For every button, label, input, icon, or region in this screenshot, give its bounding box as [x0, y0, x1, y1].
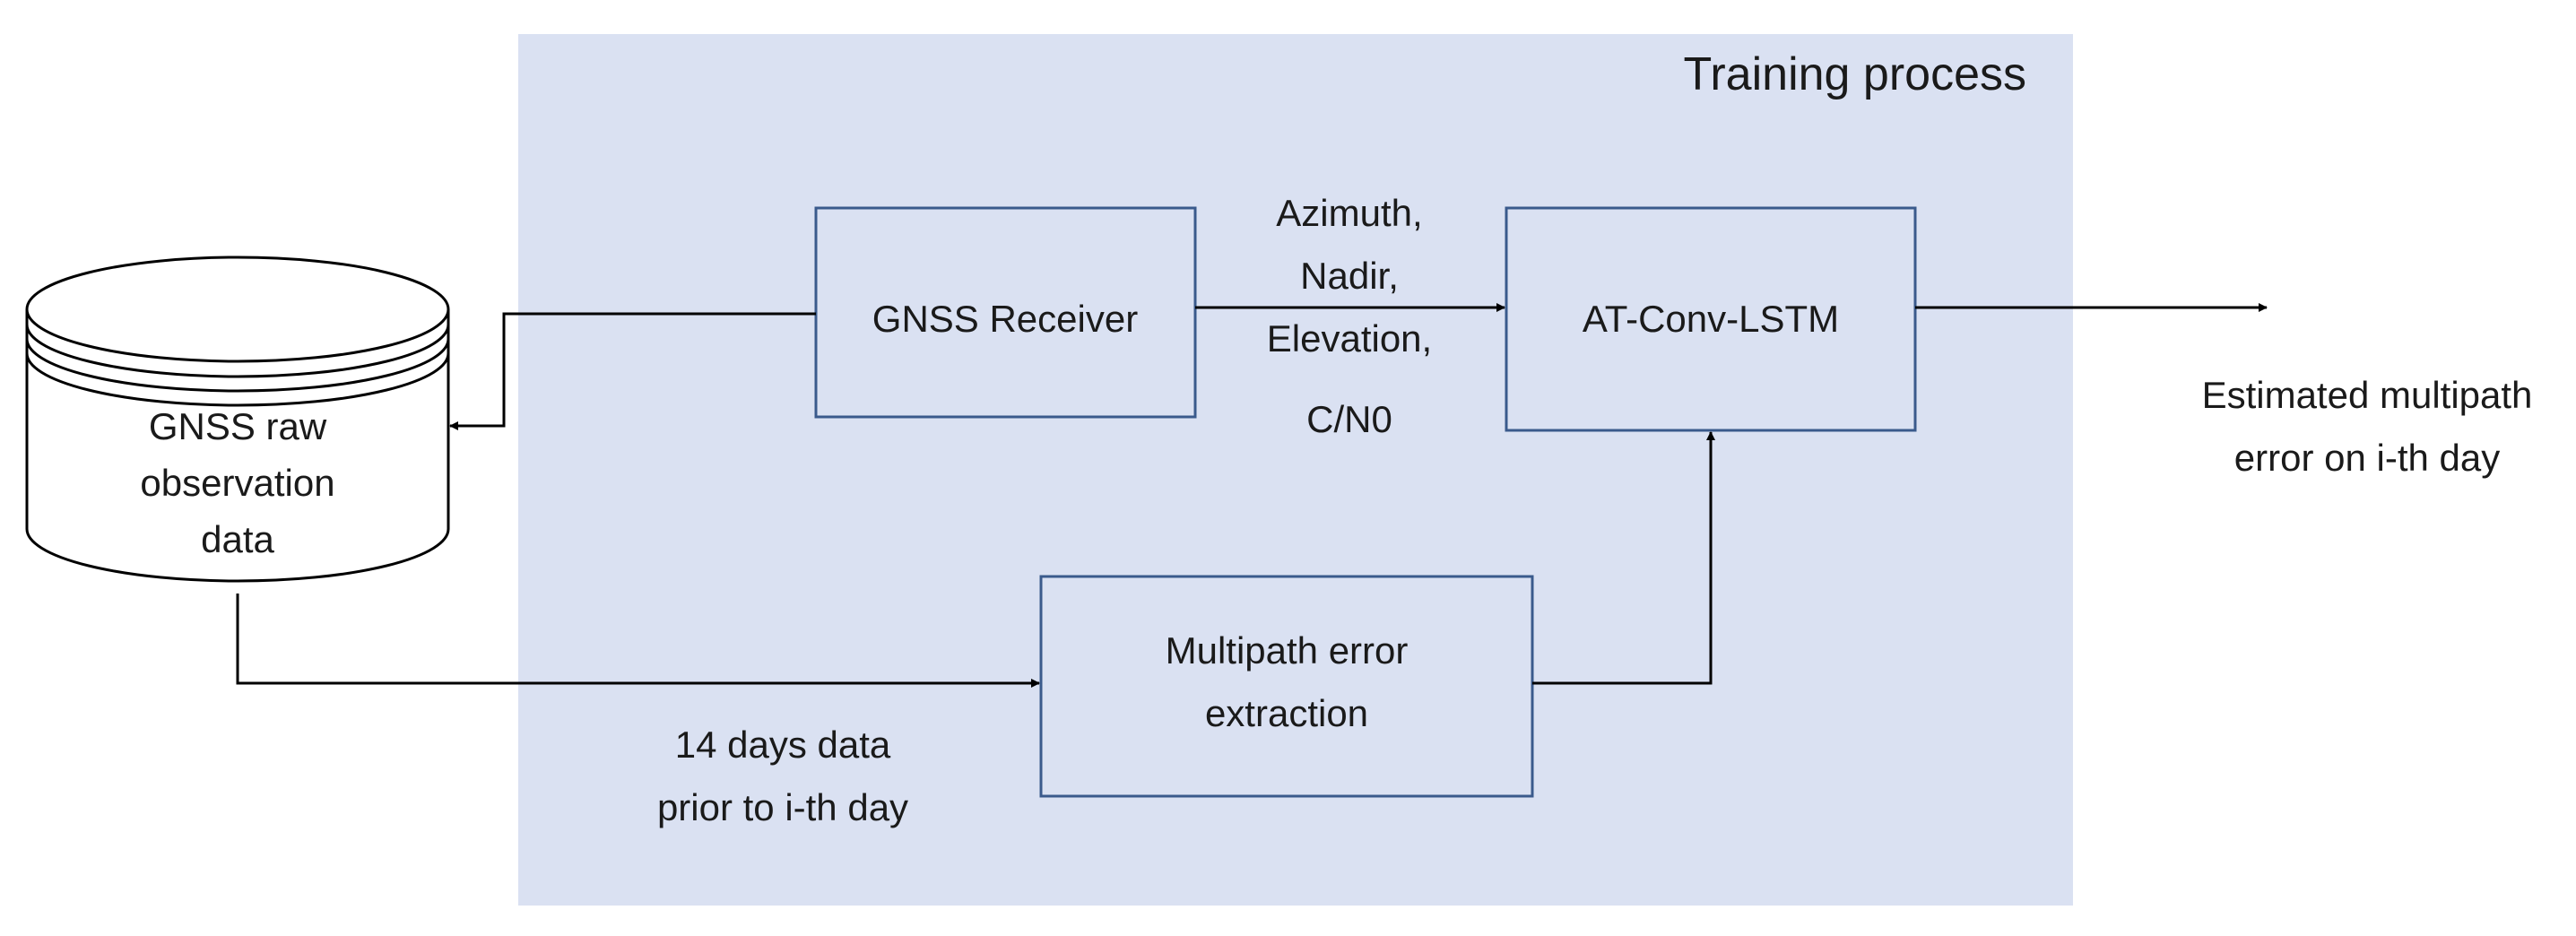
at-conv-lstm-label: AT-Conv-LSTM: [1583, 298, 1839, 340]
feature-label-nadir: Nadir,: [1300, 255, 1399, 297]
history-labels: 14 days data prior to i-th day: [657, 724, 908, 828]
history-label-line-2: prior to i-th day: [657, 786, 908, 828]
output-label-line-1: Estimated multipath: [2202, 374, 2533, 416]
region-title: Training process: [1684, 48, 2026, 100]
at-conv-lstm-box: [1505, 206, 1917, 432]
database-top: [25, 256, 450, 363]
database-label-line-1: GNSS raw: [149, 405, 327, 447]
multipath-extraction-node: Multipath error extraction: [1039, 575, 1534, 798]
database-body: [25, 309, 450, 583]
at-conv-lstm-node: AT-Conv-LSTM: [1505, 206, 1917, 432]
feature-label-cn0: C/N0: [1306, 398, 1392, 440]
gnss-receiver-box: [814, 206, 1197, 419]
multipath-extraction-box: [1039, 575, 1534, 798]
gnss-receiver-label: GNSS Receiver: [872, 298, 1138, 340]
database-label-line-2: observation: [140, 462, 334, 504]
gnss-receiver-node: GNSS Receiver: [814, 206, 1197, 419]
database-ring-1: [25, 324, 450, 378]
feature-labels: Azimuth, Nadir, Elevation, C/N0: [1267, 192, 1432, 440]
output-label-line-2: error on i-th day: [2234, 437, 2500, 479]
arrow-database-to-extraction: [236, 594, 1040, 688]
multipath-extraction-label-line-1: Multipath error: [1166, 629, 1409, 672]
feature-label-azimuth: Azimuth,: [1276, 192, 1422, 234]
database-ring-2: [25, 338, 450, 393]
multipath-extraction-label-line-2: extraction: [1205, 692, 1368, 734]
gnss-raw-observation-database: GNSS raw observation data: [25, 256, 450, 583]
arrow-receiver-to-database: [449, 312, 816, 430]
output-labels: Estimated multipath error on i-th day: [2202, 374, 2533, 479]
database-label-line-3: data: [201, 518, 274, 560]
history-label-line-1: 14 days data: [675, 724, 891, 766]
database-ring-3: [25, 352, 450, 407]
arrow-extraction-to-model: [1532, 431, 1715, 685]
feature-label-elevation: Elevation,: [1267, 317, 1432, 360]
